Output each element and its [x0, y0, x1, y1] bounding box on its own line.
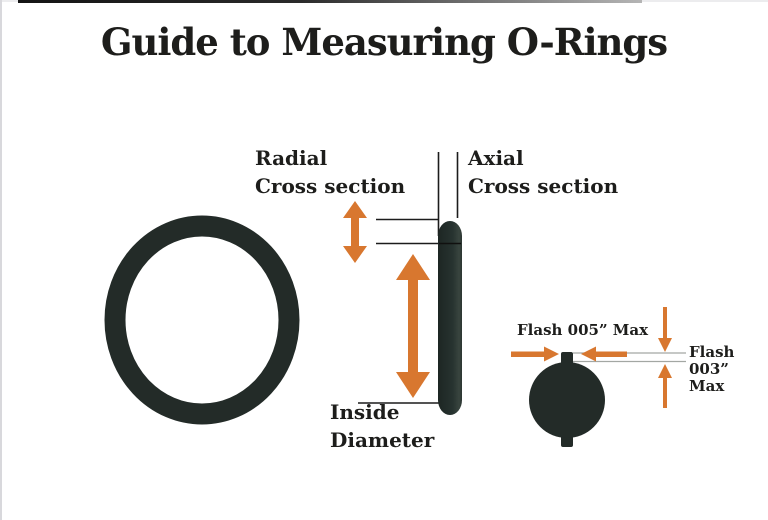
- radial-cross-section-label: Radial Cross section: [255, 146, 406, 198]
- radial-thickness-arrow-icon: [343, 201, 367, 263]
- flash-003-max-label: Flash 003” Max: [689, 343, 735, 395]
- o-ring-side-view: [438, 221, 462, 415]
- o-ring-cross-section: [529, 352, 605, 447]
- inside-diameter-arrow-icon: [396, 254, 430, 398]
- inside-diameter-label: Inside Diameter: [330, 400, 435, 452]
- flash-width-arrows-icon: [511, 346, 627, 362]
- o-ring-front-view: [104, 215, 300, 425]
- left-border-line: [0, 0, 2, 520]
- axial-cross-section-label: Axial Cross section: [468, 146, 619, 198]
- page-title: Guide to Measuring O-Rings: [100, 20, 668, 64]
- flash-height-arrows-icon: [658, 307, 672, 408]
- top-border-bar: [18, 0, 642, 3]
- flash-005-max-label: Flash 005” Max: [517, 321, 649, 339]
